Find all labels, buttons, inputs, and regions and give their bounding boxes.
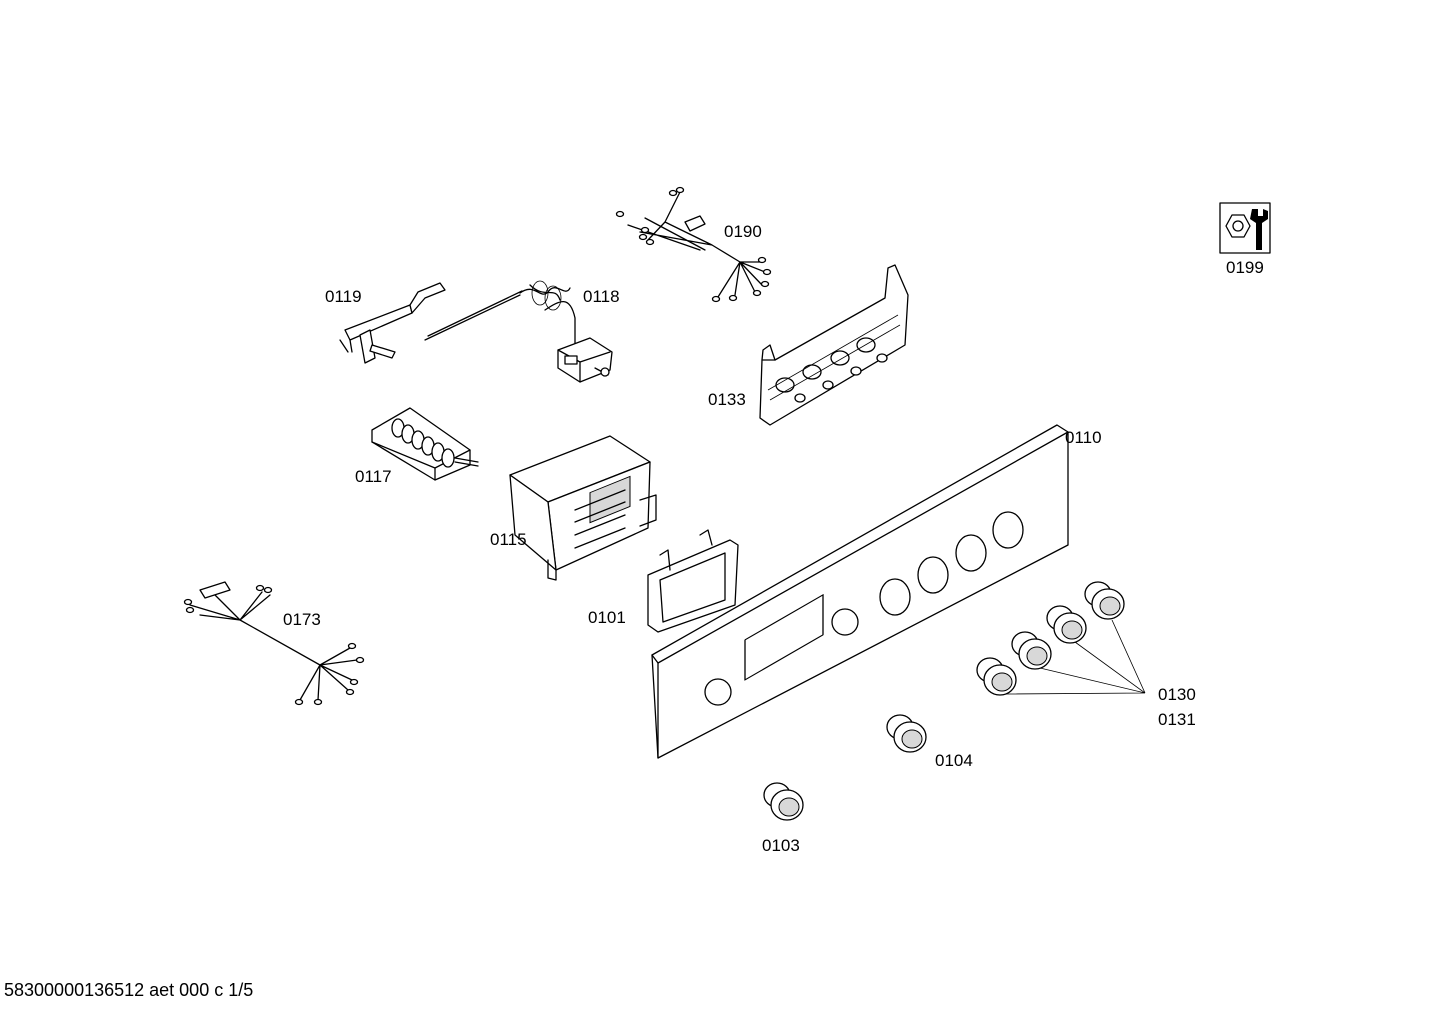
part-0110-control-panel [651, 424, 1069, 759]
label-0117: 0117 [355, 467, 392, 486]
label-0115: 0115 [490, 530, 527, 549]
wrench-nut-icon [1219, 202, 1271, 254]
part-0130-0131-control-knobs [976, 581, 1146, 696]
knob [1084, 581, 1125, 620]
part-0118-thermostat [424, 280, 613, 383]
document-code: 58300000136512 aet 000 c 1/5 [4, 980, 254, 1000]
part-0119-bracket [339, 282, 446, 364]
part-0173-wiring-harness [183, 581, 365, 706]
harness-terminals [183, 584, 365, 706]
label-0131: 0131 [1158, 710, 1196, 729]
knob [1011, 631, 1052, 670]
label-0101: 0101 [588, 608, 626, 627]
harness-terminals [615, 186, 772, 303]
label-0130: 0130 [1158, 685, 1196, 704]
label-0119: 0119 [325, 287, 362, 306]
part-0101-display-frame [647, 529, 739, 633]
label-0173: 0173 [283, 610, 321, 629]
label-0199: 0199 [1226, 258, 1264, 277]
knob [1046, 605, 1087, 644]
part-0103-knob [763, 782, 804, 821]
label-0104: 0104 [935, 751, 973, 770]
label-0103: 0103 [762, 836, 800, 855]
label-0110: 0110 [1065, 428, 1102, 447]
part-0133-mounting-bracket [759, 264, 909, 426]
part-0115-electronic-module [509, 435, 657, 581]
panel-knob-openings [704, 511, 1024, 706]
label-0190: 0190 [724, 222, 762, 241]
knob [976, 657, 1017, 696]
bracket-switch-seats [775, 337, 888, 403]
label-0118: 0118 [583, 287, 620, 306]
label-0133: 0133 [708, 390, 746, 409]
part-0104-knob [886, 714, 927, 753]
part-0190-wiring-harness [615, 186, 772, 303]
part-0117-selector-switch [371, 407, 479, 481]
switch-contacts [391, 418, 455, 468]
